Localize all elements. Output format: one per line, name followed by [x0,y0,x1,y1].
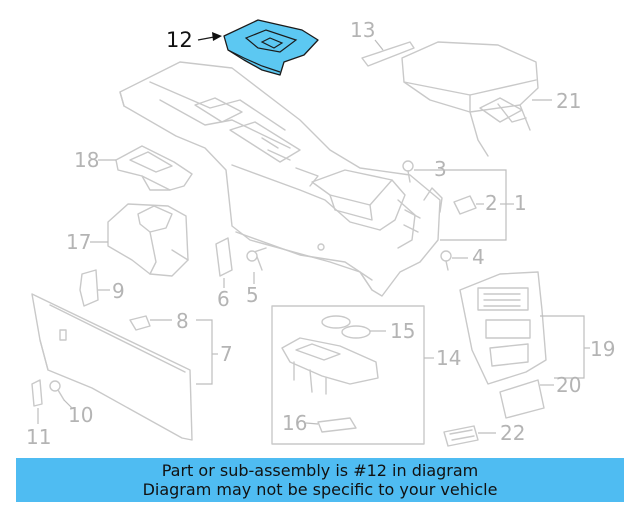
callout-3-label: 3 [434,157,447,181]
part-21-armrest: 21 [401,41,581,157]
part-11: 11 [26,379,51,449]
part-13: 13 [350,18,415,67]
part-4-screw: 4 [440,245,485,271]
callout-9-label: 9 [112,279,125,303]
part-12-highlighted [223,19,319,76]
part-18: 18 [74,145,193,191]
center-console-body [119,61,443,297]
part-22: 22 [443,421,525,447]
callout-12-label: 12 [166,28,193,52]
callout-19-label: 19 [590,337,615,361]
callout-22-label: 22 [500,421,525,445]
callout-7-group: 7 [196,319,233,385]
callout-16-label: 16 [282,411,307,435]
part-10-screw: 10 [49,380,93,427]
part-9: 9 [79,269,125,307]
part-17-shifter: 17 [66,203,189,277]
info-banner: Part or sub-assembly is #12 in diagram D… [16,458,624,502]
callout-14-label: 14 [436,346,461,370]
callout-13-label: 13 [350,18,375,42]
part-6: 6 [215,237,233,311]
part-5-screw: 5 [246,247,267,307]
callout-17-label: 17 [66,230,91,254]
callout-7-label: 7 [220,342,233,366]
callout-6-label: 6 [217,287,230,311]
sub-assembly-box-14: 15 16 14 [271,305,461,445]
callout-8-label: 8 [176,309,189,333]
callout-15-label: 15 [390,319,415,343]
callout-10-label: 10 [68,403,93,427]
callout-4-label: 4 [472,245,485,269]
callout-18-label: 18 [74,148,99,172]
banner-line-2: Diagram may not be specific to your vehi… [142,480,498,499]
side-trim-panel [31,293,193,441]
part-20: 20 [499,373,581,419]
part-19-vent-panel: 19 [459,271,615,385]
part-8-clip: 8 [129,309,189,333]
callout-11-label: 11 [26,425,51,449]
part-3-screw: 3 [402,157,447,183]
callout-2-label: 2 [485,191,498,215]
callout-1-group: 1 [430,169,527,241]
callout-5-label: 5 [246,283,259,307]
callout-20-label: 20 [556,373,581,397]
callout-12: 12 [166,28,222,52]
banner-line-1: Part or sub-assembly is #12 in diagram [161,461,479,480]
callout-1-label: 1 [514,191,527,215]
callout-21-label: 21 [556,89,581,113]
part-2: 2 [453,191,498,215]
